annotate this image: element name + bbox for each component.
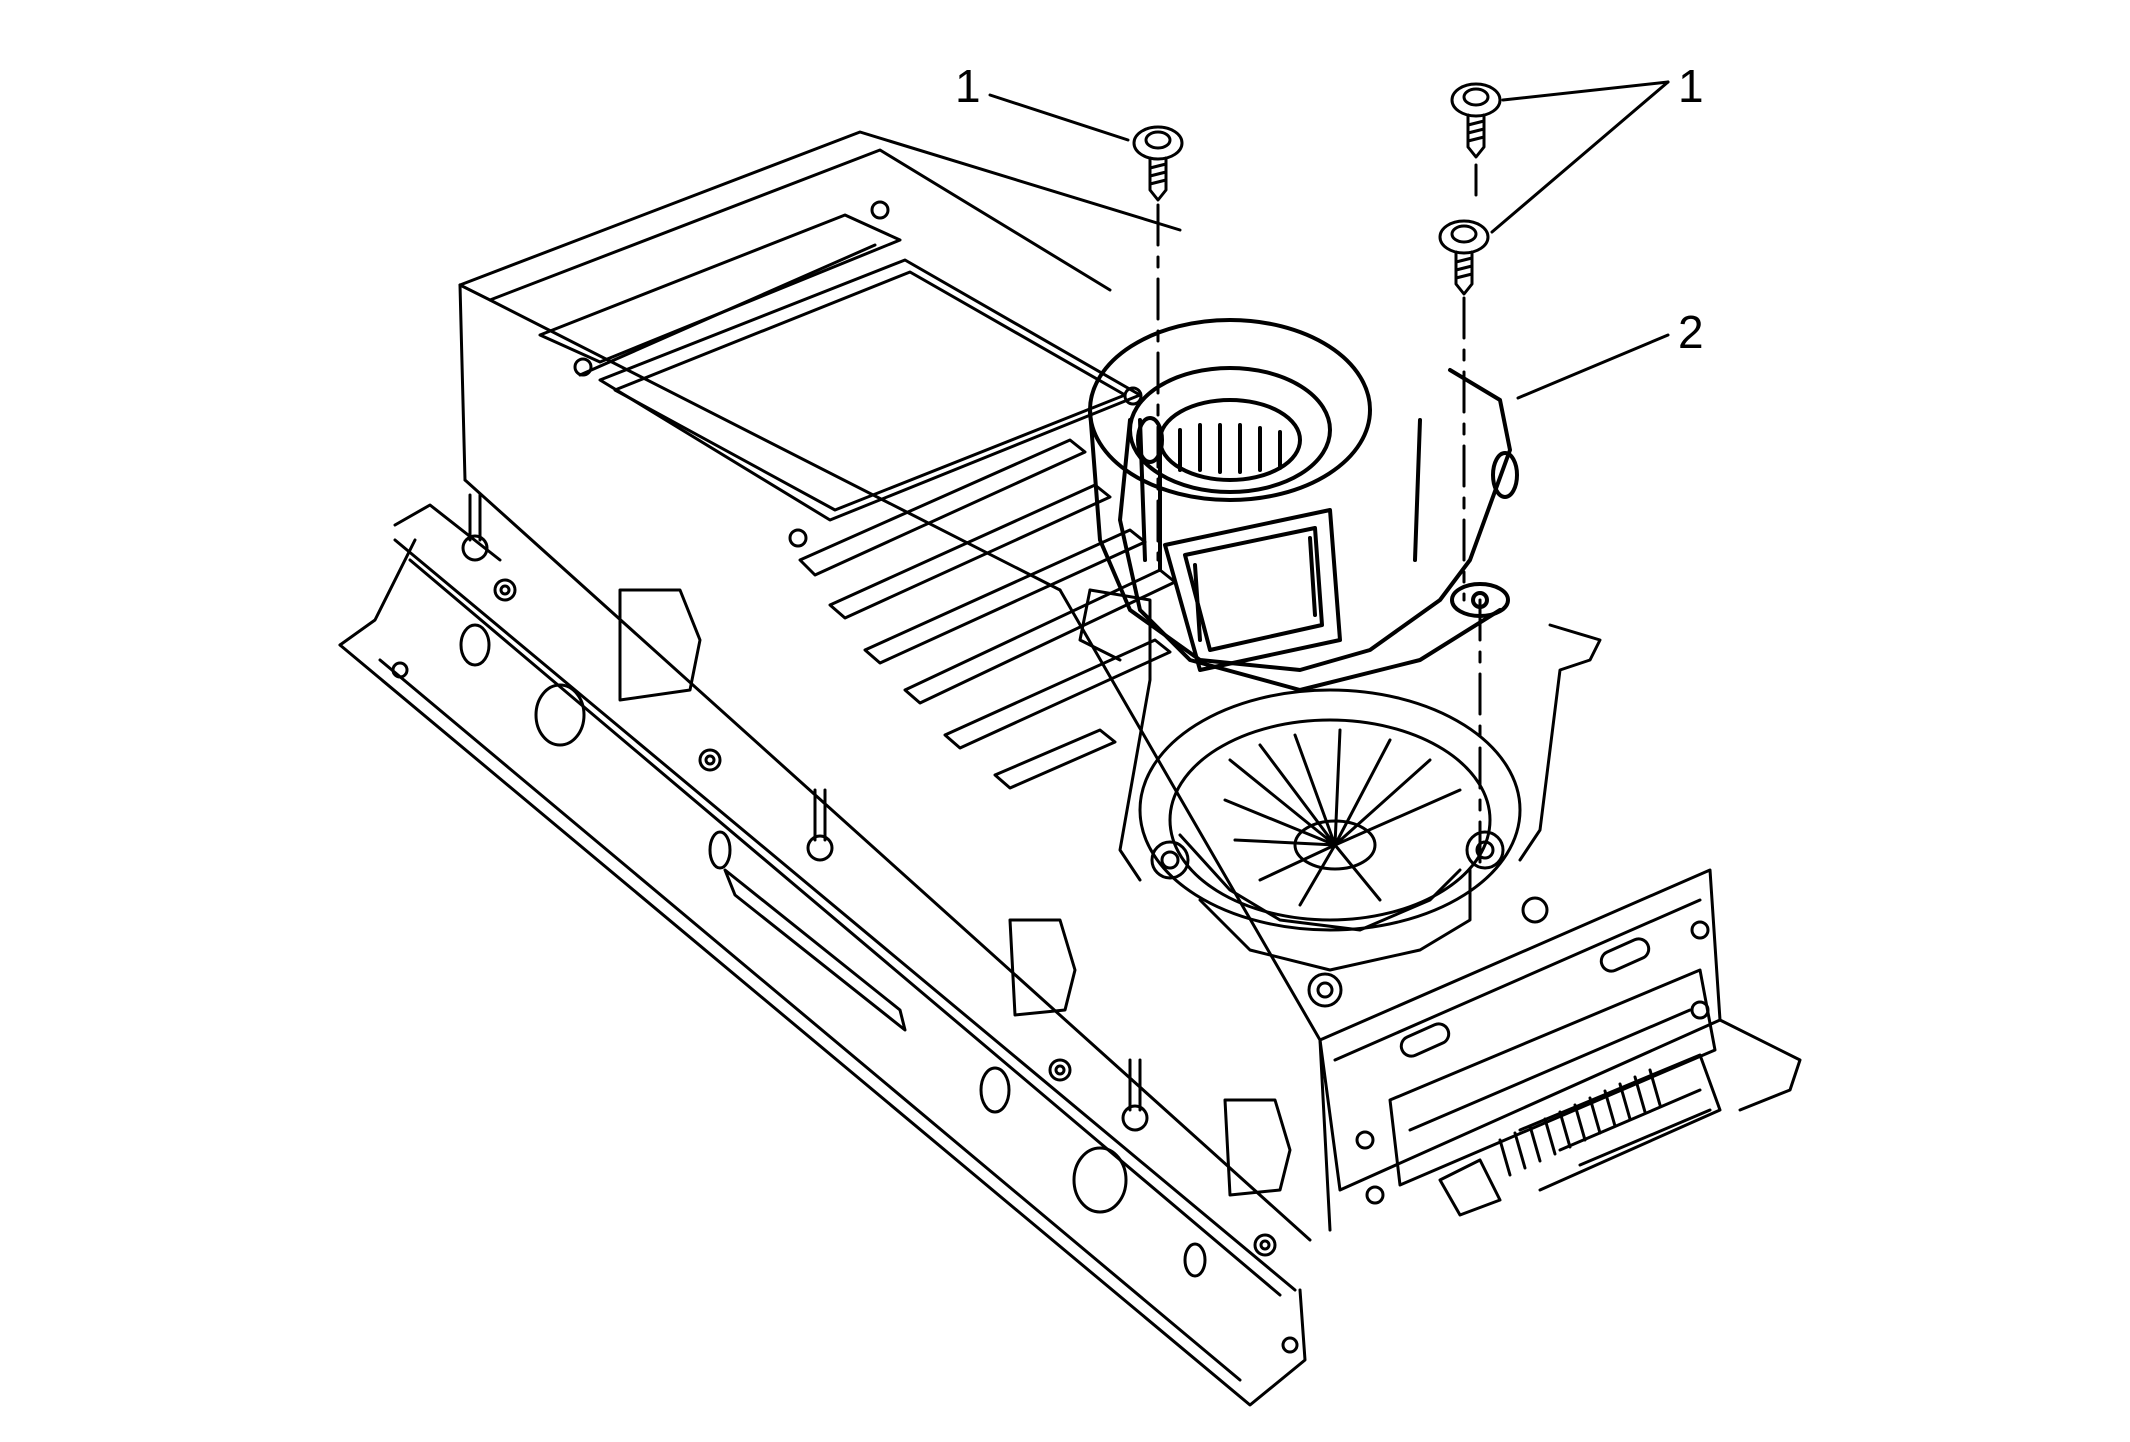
- leader-fastener-right-upper: [1501, 80, 1670, 102]
- rail-studs: [461, 493, 1277, 1257]
- fastener-left: [1132, 125, 1184, 562]
- callout-label-blower-motor: 2: [1678, 306, 1704, 358]
- fastener-right-lower: [1438, 219, 1490, 872]
- callout-leaders: [988, 80, 1670, 400]
- leader-fastener-right-lower: [1490, 80, 1670, 234]
- blower-motor: [1088, 318, 1519, 692]
- callout-label-fastener-left: 1: [955, 60, 981, 112]
- leader-blower-motor: [1516, 333, 1670, 400]
- hvac-housing: [458, 130, 1332, 1242]
- callout-label-fasteners-right: 1: [1678, 60, 1704, 112]
- connector-end: [1318, 868, 1802, 1217]
- fastener-right-upper: [1450, 82, 1502, 202]
- mounting-rail: [338, 503, 1307, 1407]
- blower-housing-lower: [1078, 588, 1602, 1008]
- leader-fastener-left: [988, 93, 1130, 142]
